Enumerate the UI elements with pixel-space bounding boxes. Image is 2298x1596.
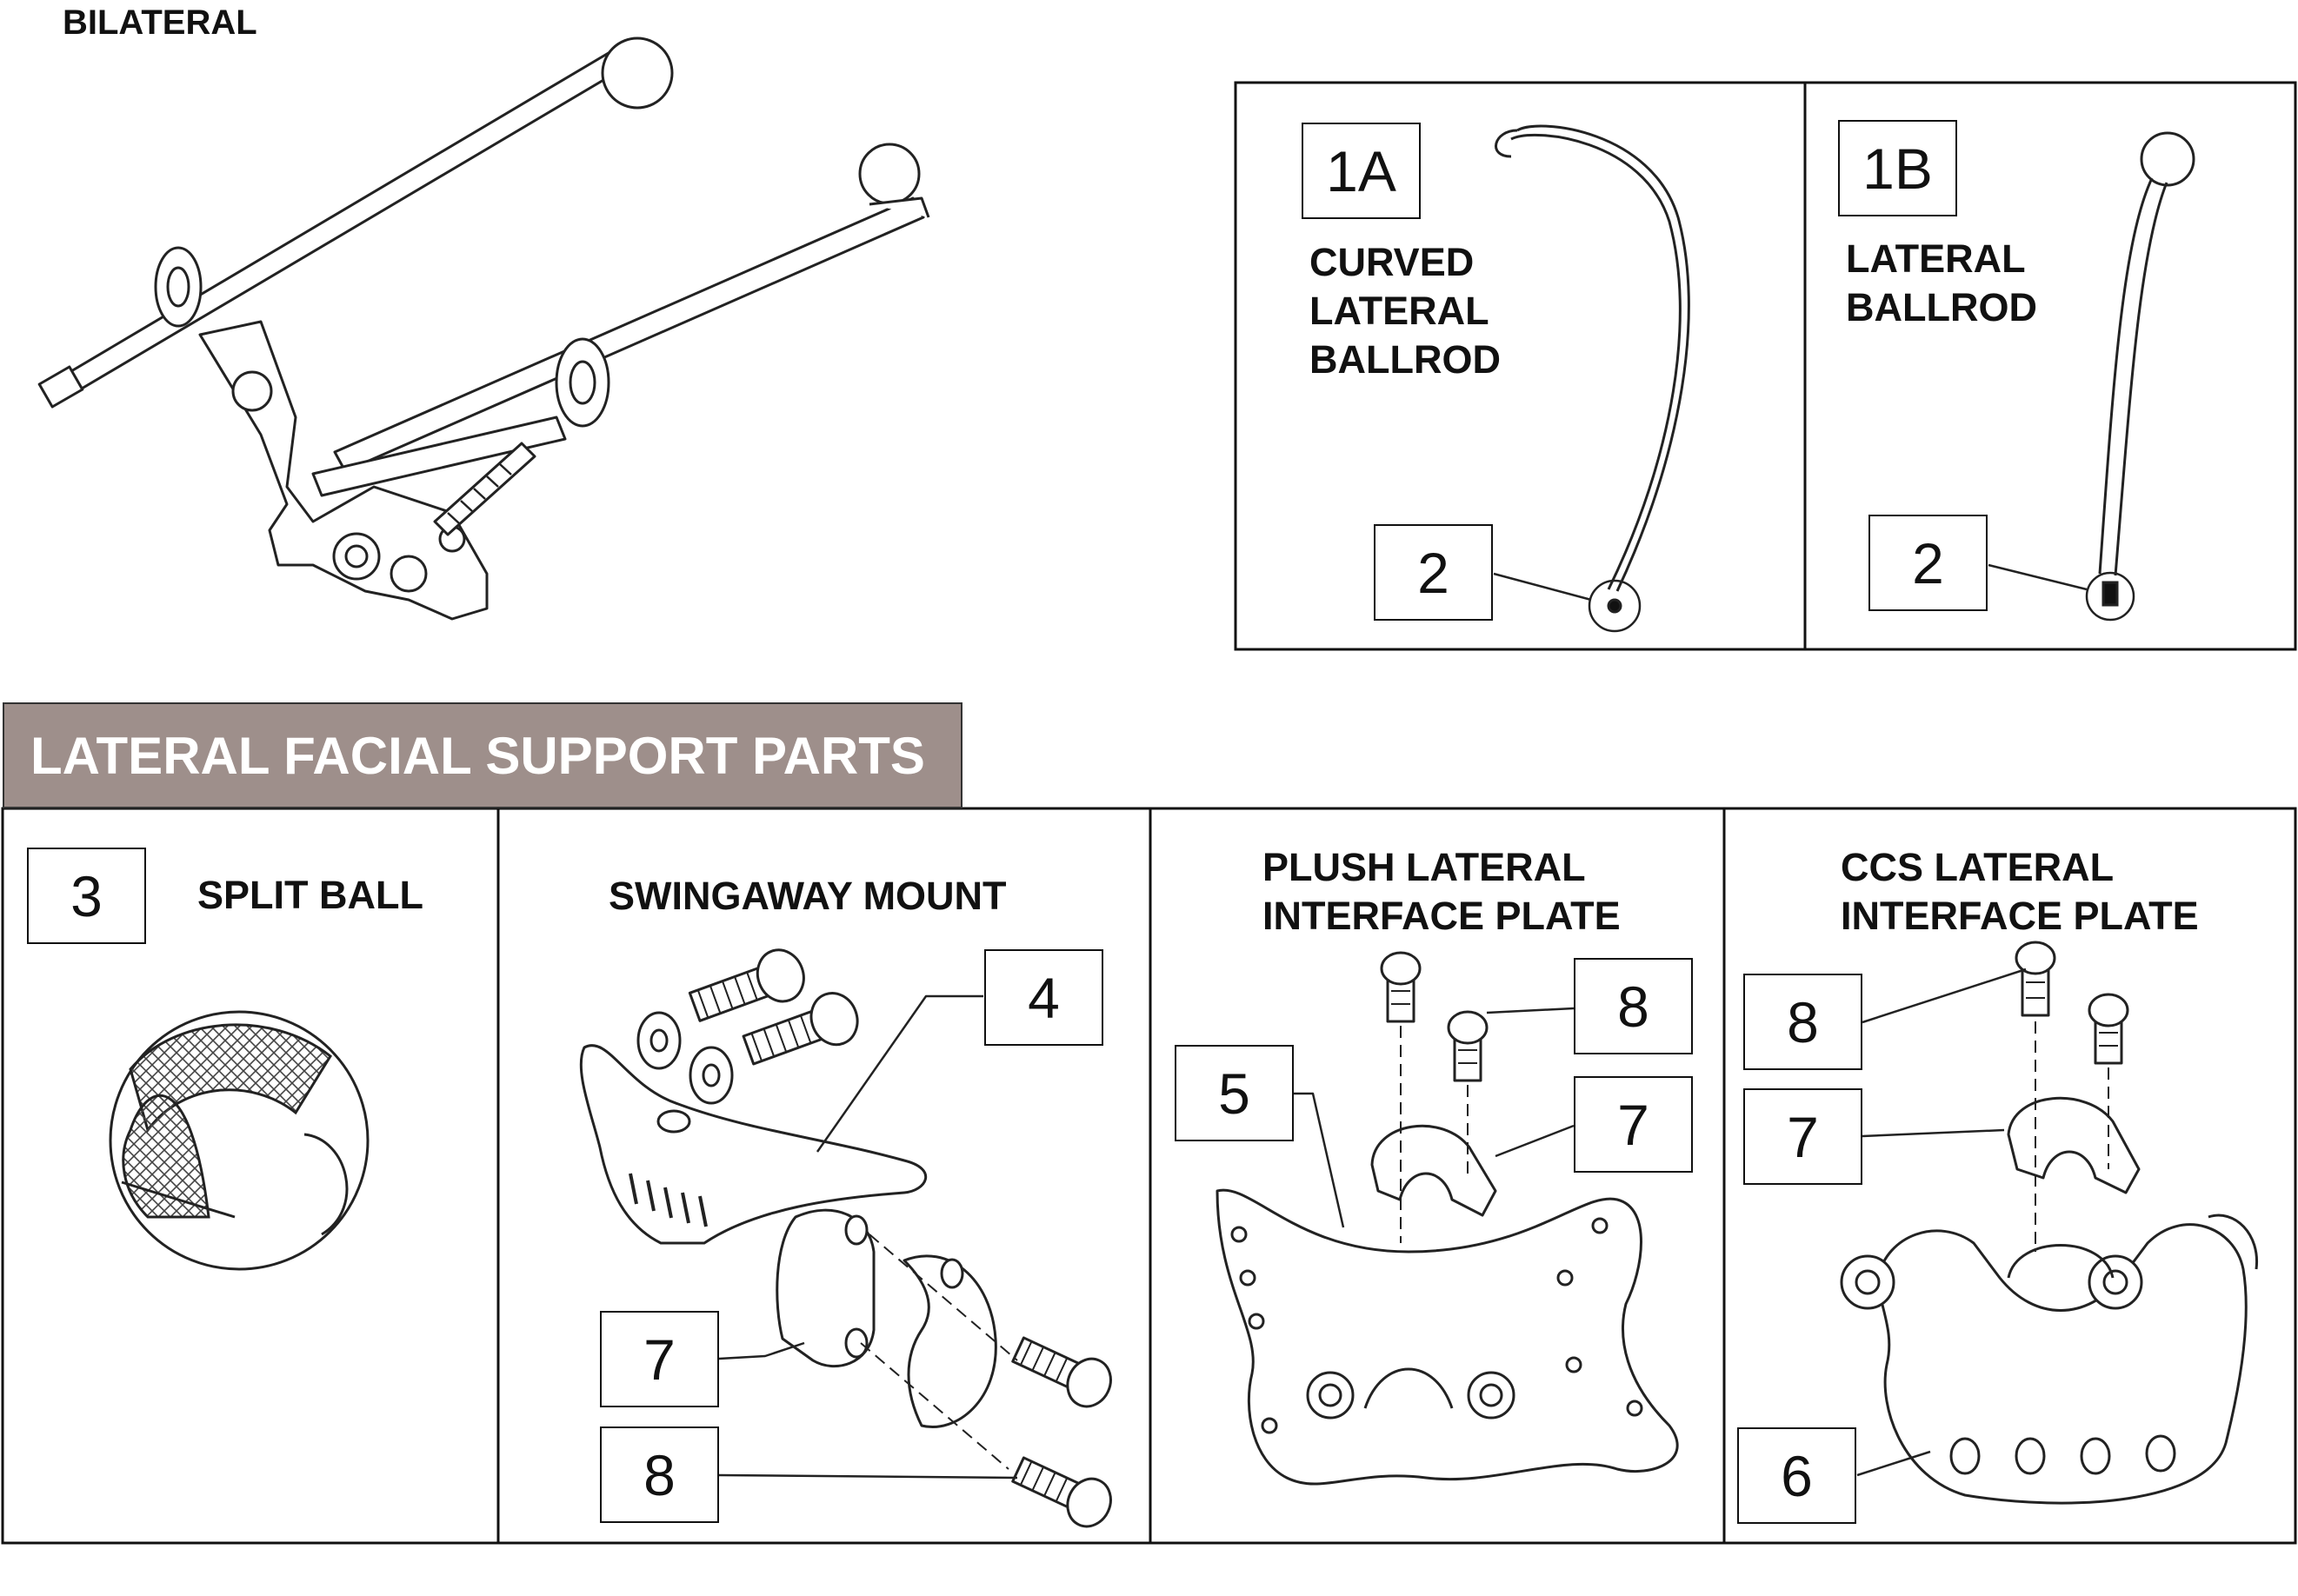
callout-2-straight: 2: [1868, 515, 1988, 611]
split-ball-drawing: [109, 1010, 370, 1271]
bilateral-title: BILATERAL: [63, 3, 257, 42]
callout-7-ccs: 7: [1743, 1088, 1862, 1185]
split-ball-label: SPLIT BALL: [197, 873, 423, 917]
ccs-plate-label-line2: INTERFACE PLATE: [1841, 894, 2199, 938]
curved-lateral-ballrod-label-line1: CURVED: [1309, 240, 1475, 284]
callout-8-swingaway: 8: [600, 1426, 719, 1523]
plush-plate-label-line1: PLUSH LATERAL: [1262, 845, 1586, 889]
callout-8-ccs: 8: [1743, 974, 1862, 1070]
callout-3: 3: [27, 848, 146, 944]
callout-2-curved: 2: [1374, 524, 1493, 621]
bilateral-assembly-drawing: [37, 37, 930, 621]
callout-6: 6: [1737, 1427, 1856, 1524]
curved-ballrod-drawing: [1493, 124, 1690, 633]
lateral-ballrod-drawing: [1988, 131, 2195, 622]
callout-7-swingaway: 7: [600, 1311, 719, 1407]
ballrod-frame: [1234, 81, 2297, 651]
callout-4: 4: [984, 949, 1103, 1046]
swingaway-mount-label: SWINGAWAY MOUNT: [609, 874, 1007, 918]
curved-lateral-ballrod-label-line2: LATERAL: [1309, 289, 1489, 333]
curved-lateral-ballrod-label-line3: BALLROD: [1309, 337, 1501, 382]
callout-1a: 1A: [1302, 123, 1421, 219]
callout-5: 5: [1175, 1045, 1294, 1141]
lateral-ballrod-label-line2: BALLROD: [1846, 285, 2037, 329]
section-banner: LATERAL FACIAL SUPPORT PARTS: [3, 702, 962, 808]
parts-frame: [1, 807, 2297, 1545]
callout-8-plush: 8: [1574, 958, 1693, 1054]
ccs-plate-label-line1: CCS LATERAL: [1841, 845, 2115, 889]
plush-plate-label-line2: INTERFACE PLATE: [1262, 894, 1621, 938]
ccs-interface-plate-drawing: [1840, 941, 2259, 1505]
swingaway-mount-drawing: [579, 948, 1112, 1528]
plush-interface-plate-drawing: [1216, 951, 1679, 1486]
callout-1b: 1B: [1838, 120, 1957, 216]
callout-7-plush: 7: [1574, 1076, 1693, 1173]
lateral-ballrod-label-line1: LATERAL: [1846, 236, 2026, 281]
